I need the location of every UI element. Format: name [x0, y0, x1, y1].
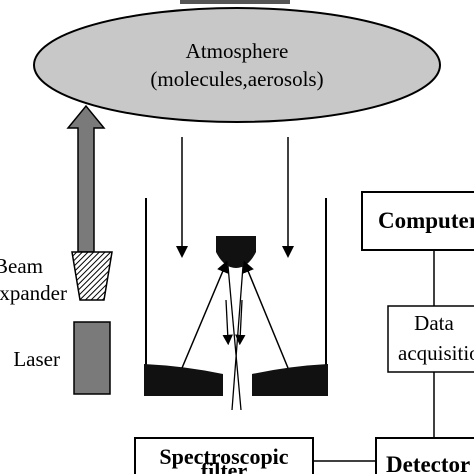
laser-beam-arrow: [66, 104, 106, 253]
data-acquisition-box: [387, 305, 474, 373]
focus-ray-2: [231, 265, 244, 411]
beam-expander-shape: [71, 251, 113, 301]
top-mark: [180, 0, 290, 4]
beam-expander-label-line1: Beam: [0, 254, 43, 278]
focus-ray-1: [227, 265, 242, 411]
spectroscopic-filter-label-line2: filter: [201, 458, 248, 474]
laser-label: Laser: [13, 347, 60, 371]
secondary-mirror: [216, 236, 256, 268]
primary-mirror-left: [144, 364, 223, 396]
laser-box: [73, 321, 111, 395]
beam-expander-label-line2: expander: [0, 281, 67, 305]
focus-ray-4: [235, 299, 246, 346]
atmosphere-ellipse: [33, 7, 441, 123]
focus-ray-3: [222, 299, 233, 346]
data-acquisition-label-line2: acquisition: [398, 341, 474, 365]
data-acquisition-label-line1: Data: [414, 311, 454, 335]
detector-box: [375, 437, 474, 474]
spectroscopic-filter-label-line1: Spectroscopic: [159, 444, 288, 469]
reflected-ray-1: [181, 260, 229, 369]
computer-label: Computer: [378, 208, 474, 233]
computer-box: [361, 191, 474, 251]
atmosphere-label-line1: Atmosphere: [186, 39, 289, 63]
primary-mirror-right: [252, 364, 328, 396]
reflected-ray-2: [242, 260, 289, 369]
detector-label: Detector: [386, 452, 470, 474]
atmosphere-label-line2: (molecules,aerosols): [150, 67, 323, 91]
